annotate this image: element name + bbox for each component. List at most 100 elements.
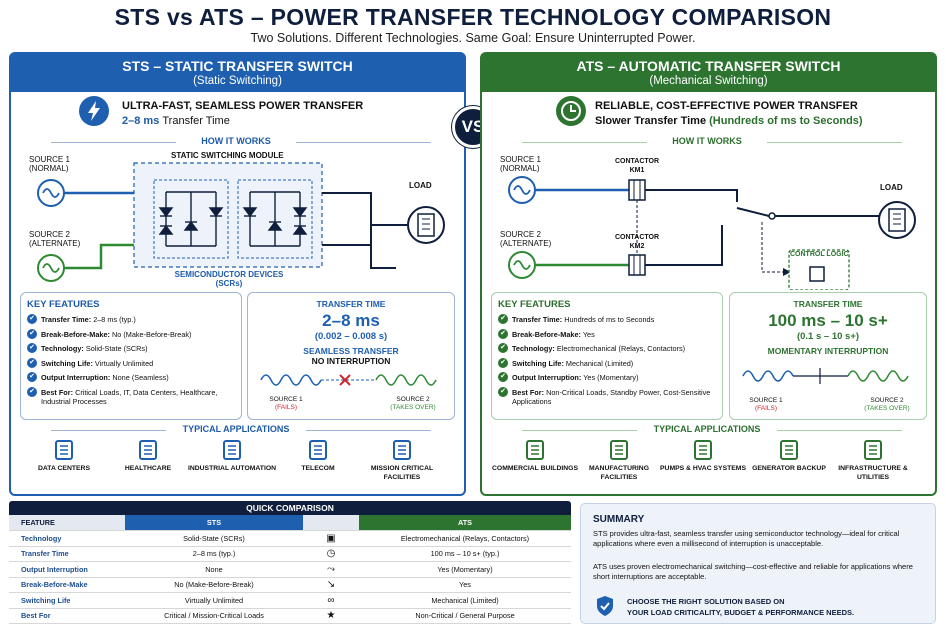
ats-interrupt-waveform — [742, 368, 909, 384]
sts-header-subtitle: (Static Switching) — [193, 75, 282, 87]
ats-contactor1-text: CONTACTOR — [614, 158, 660, 165]
ats-tagline-time: Slower Transfer Time (Hundreds of ms to … — [595, 115, 863, 127]
sts-features-list: ✔Transfer Time: 2–8 ms (typ.)✔Break-Befo… — [27, 314, 241, 406]
sts-tagline-time: 2–8 ms Transfer Time — [122, 115, 230, 127]
sts-app-label: INDUSTRIAL AUTOMATION — [187, 465, 277, 472]
quick-row-feature: Best For — [9, 608, 125, 624]
check-icon: ✔ — [498, 314, 508, 324]
switch-icon: ↘ — [303, 577, 359, 593]
shield-icon — [597, 596, 613, 616]
sts-tt-note1: SEAMLESS TRANSFER — [303, 346, 399, 356]
ats-app-item: MANUFACTURING FACILITIES — [574, 438, 664, 482]
sts-feature-key: Switching Life: — [41, 358, 93, 368]
ats-load-label: LOAD — [880, 183, 903, 192]
sts-feature-key: Transfer Time: — [41, 315, 92, 324]
summary-p2: ATS uses proven electromechanical switch… — [593, 562, 913, 581]
ats-tt-title: TRANSFER TIME — [793, 299, 863, 309]
ats-wave-s2-sub: (TAKES OVER) — [864, 405, 910, 412]
ats-features-list: ✔Transfer Time: Hundreds of ms to Second… — [498, 314, 722, 406]
ats-wave-s1: SOURCE 1 (FAILS) — [736, 397, 796, 413]
ats-circuit-diagram — [508, 176, 916, 290]
sts-how-it-works: HOW IT WORKS — [176, 136, 296, 146]
sts-wave-s1: SOURCE 1 (FAILS) — [256, 396, 316, 412]
sts-feature-value: Solid-State (SCRs) — [85, 344, 148, 354]
quick-row-ats: Non-Critical / General Purpose — [359, 608, 571, 624]
ats-feature-item: ✔Output Interruption: Yes (Momentary) — [498, 372, 722, 383]
ats-source2-text: SOURCE 2 — [500, 230, 541, 239]
clock-icon: ◷ — [303, 546, 359, 562]
ats-panel: ATS – AUTOMATIC TRANSFER SWITCH (Mechani… — [480, 52, 937, 496]
sts-feature-value: Critical Loads, IT, Data Centers, Health… — [41, 387, 218, 406]
factory-icon — [574, 438, 664, 462]
quick-row-feature: Output Interruption — [9, 561, 125, 578]
sts-feature-item: ✔Transfer Time: 2–8 ms (typ.) — [27, 314, 241, 324]
sts-app-item: DATA CENTERS — [19, 438, 109, 474]
ats-feature-value: Mechanical (Limited) — [565, 358, 634, 368]
server-rack-icon — [19, 438, 109, 462]
sts-feature-item: ✔Break-Before-Make: No (Make-Before-Brea… — [27, 328, 241, 339]
quick-title: QUICK COMPARISON — [9, 501, 571, 515]
quick-row-sts: 2–8 ms (typ.) — [125, 546, 303, 562]
sts-wave-s1-sub: (FAILS) — [274, 404, 298, 411]
sts-feature-item: ✔Best For: Critical Loads, IT, Data Cent… — [27, 386, 241, 406]
page-subtitle: Two Solutions. Different Technologies. S… — [250, 31, 696, 45]
sts-tagline-time-label: Transfer Time — [162, 115, 230, 127]
sts-feature-key: Break-Before-Make: — [41, 329, 110, 339]
sts-app-label: DATA CENTERS — [38, 465, 90, 472]
sts-devices-label: SEMICONDUCTOR DEVICES (SCRs) — [149, 270, 309, 288]
sts-tt-sub: (0.002 – 0.008 s) — [314, 331, 388, 342]
ats-wave-s2: SOURCE 2 (TAKES OVER) — [852, 397, 922, 413]
ats-how-it-works: HOW IT WORKS — [647, 136, 767, 146]
ats-features-title: KEY FEATURES — [498, 299, 571, 310]
ats-transfer-time-box: TRANSFER TIME 100 ms – 10 s+ (0.1 s – 10… — [729, 292, 927, 420]
ats-app-label: INFRASTRUCTURE & UTILITIES — [838, 465, 908, 481]
ats-feature-key: Switching Life: — [512, 358, 564, 368]
ats-feature-key: Transfer Time: — [512, 315, 563, 324]
contactor-km2-icon — [628, 254, 646, 276]
sts-feature-value: None (Seamless) — [112, 373, 169, 383]
ats-apps-title: TYPICAL APPLICATIONS — [637, 424, 777, 434]
quick-col-ats: ATS — [359, 515, 571, 531]
ats-app-item: COMMERCIAL BUILDINGS — [490, 438, 580, 474]
sts-app-label: HEALTHCARE — [124, 465, 172, 472]
sts-devices-sub: (SCRs) — [215, 279, 243, 288]
sts-source2-sub: (ALTERNATE) — [29, 239, 81, 248]
check-icon: ✔ — [27, 314, 37, 324]
sts-feature-item: ✔ Switching Life: Virtually Unlimited — [27, 357, 241, 368]
quick-row-sts: None — [125, 561, 303, 578]
quick-row-feature: Switching Life — [9, 592, 125, 609]
sts-wave-s2: SOURCE 2 (TAKES OVER) — [378, 396, 448, 412]
quick-row-ats: Yes — [359, 577, 571, 593]
sts-tt-value: 2–8 ms — [322, 311, 380, 330]
quick-col-feature: FEATURE — [9, 515, 125, 531]
ats-feature-value: Yes (Momentary) — [583, 373, 639, 383]
ats-feature-item: ✔Transfer Time: Hundreds of ms to Second… — [498, 314, 722, 324]
quick-row-ats: Yes (Momentary) — [359, 561, 571, 578]
ats-feature-key: Best For: — [512, 387, 545, 397]
generator-icon — [744, 438, 834, 462]
check-icon: ✔ — [27, 386, 37, 397]
quick-row-sts: No (Make-Before-Break) — [125, 577, 303, 593]
summary-box: SUMMARY STS provides ultra-fast, seamles… — [580, 503, 936, 624]
ats-wave-s1-text: SOURCE 1 — [749, 397, 783, 404]
sts-module-label: STATIC SWITCHING MODULE — [171, 151, 284, 160]
check-icon: ✔ — [27, 357, 37, 368]
sts-app-label: MISSION CRITICAL FACILITIES — [370, 465, 434, 481]
sts-feature-key: Technology: — [41, 344, 84, 354]
quick-row-feature: Transfer Time — [9, 546, 125, 562]
sts-app-label: TELECOM — [301, 465, 335, 472]
sts-app-item: HEALTHCARE — [103, 438, 193, 474]
sts-feature-value: Virtually Unlimited — [94, 358, 154, 368]
quick-header-row: FEATURE STS ATS — [9, 515, 571, 531]
robot-arm-icon — [187, 438, 277, 462]
ats-wave-s2-text: SOURCE 2 — [870, 397, 904, 404]
heart-monitor-icon — [103, 438, 193, 462]
summary-title: SUMMARY — [593, 514, 645, 525]
ats-source1-sub: (NORMAL) — [500, 164, 540, 173]
ats-app-item: PUMPS & HVAC SYSTEMS — [658, 438, 748, 474]
check-icon: ✔ — [498, 357, 508, 368]
